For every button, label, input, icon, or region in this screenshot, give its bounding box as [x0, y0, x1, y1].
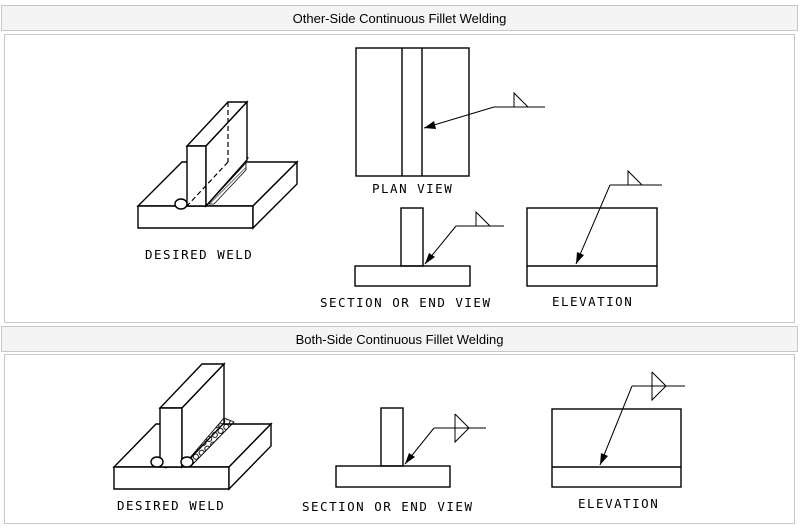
- elevation-plate-2: [551, 408, 682, 488]
- section-2-title: Both-Side Continuous Fillet Welding: [295, 331, 504, 347]
- elevation-leader-2: [599, 385, 633, 466]
- desired-weld-iso-2: DESIRED WELD: [112, 362, 273, 513]
- desired-weld-label-1: DESIRED WELD: [145, 247, 253, 262]
- plan-fillet-symbol: [513, 91, 529, 108]
- section-base: [354, 265, 471, 287]
- base-plate-side: [252, 160, 298, 230]
- base-plate-front: [137, 205, 254, 229]
- vertical-plate-front: [186, 145, 207, 207]
- section-fillet-symbol-1: [475, 210, 491, 227]
- desired-weld-label-2: DESIRED WELD: [117, 498, 225, 513]
- section-view-2: SECTION OR END VIEW: [302, 407, 486, 514]
- plan-leader: [423, 106, 495, 129]
- section-stem: [400, 207, 424, 267]
- section-1-header: Other-Side Continuous Fillet Welding: [1, 5, 798, 31]
- plan-arrow-head: [424, 121, 436, 129]
- elevation-arrow-2: [600, 453, 608, 465]
- section-view-1: SECTION OR END VIEW: [320, 207, 504, 310]
- hidden-edge-2: [186, 161, 229, 207]
- section-1-title: Other-Side Continuous Fillet Welding: [292, 10, 507, 26]
- section-both-fillet-symbol: [454, 413, 470, 444]
- elevation-plate-1: [526, 207, 658, 287]
- elevation-label-1: ELEVATION: [552, 294, 633, 309]
- plan-view-plate: [355, 47, 470, 177]
- elevation-arrow-1: [576, 252, 584, 264]
- section-view-label-1: SECTION OR END VIEW: [320, 295, 492, 310]
- section-2-header: Both-Side Continuous Fillet Welding: [1, 326, 798, 352]
- base-plate-side-2: [228, 422, 272, 491]
- section-arrow-1: [425, 253, 435, 264]
- weld-end-left: [150, 456, 164, 468]
- section-arrow-2: [405, 453, 415, 464]
- elevation-fillet-symbol-1: [627, 169, 643, 186]
- plan-view-label: PLAN VIEW: [372, 181, 453, 196]
- base-plate-front-2: [113, 466, 230, 490]
- elevation-label-2: ELEVATION: [578, 496, 659, 511]
- elevation-leader-1: [575, 184, 611, 265]
- elevation-1: ELEVATION: [526, 169, 662, 309]
- section-view-label-2: SECTION OR END VIEW: [302, 499, 474, 514]
- section-2-panel: [4, 354, 795, 524]
- elevation-both-fillet-symbol: [651, 371, 667, 402]
- section-base-2: [335, 465, 451, 488]
- weld-end-right: [180, 456, 194, 468]
- desired-weld-iso-1: DESIRED WELD: [136, 100, 299, 262]
- section-stem-2: [380, 407, 404, 467]
- section-1-panel: [4, 34, 795, 323]
- plan-view: PLAN VIEW: [355, 47, 545, 196]
- weld-end: [174, 198, 188, 210]
- weld-hatch: [207, 161, 247, 205]
- vertical-plate-front-2: [159, 407, 183, 468]
- elevation-2: ELEVATION: [551, 371, 685, 511]
